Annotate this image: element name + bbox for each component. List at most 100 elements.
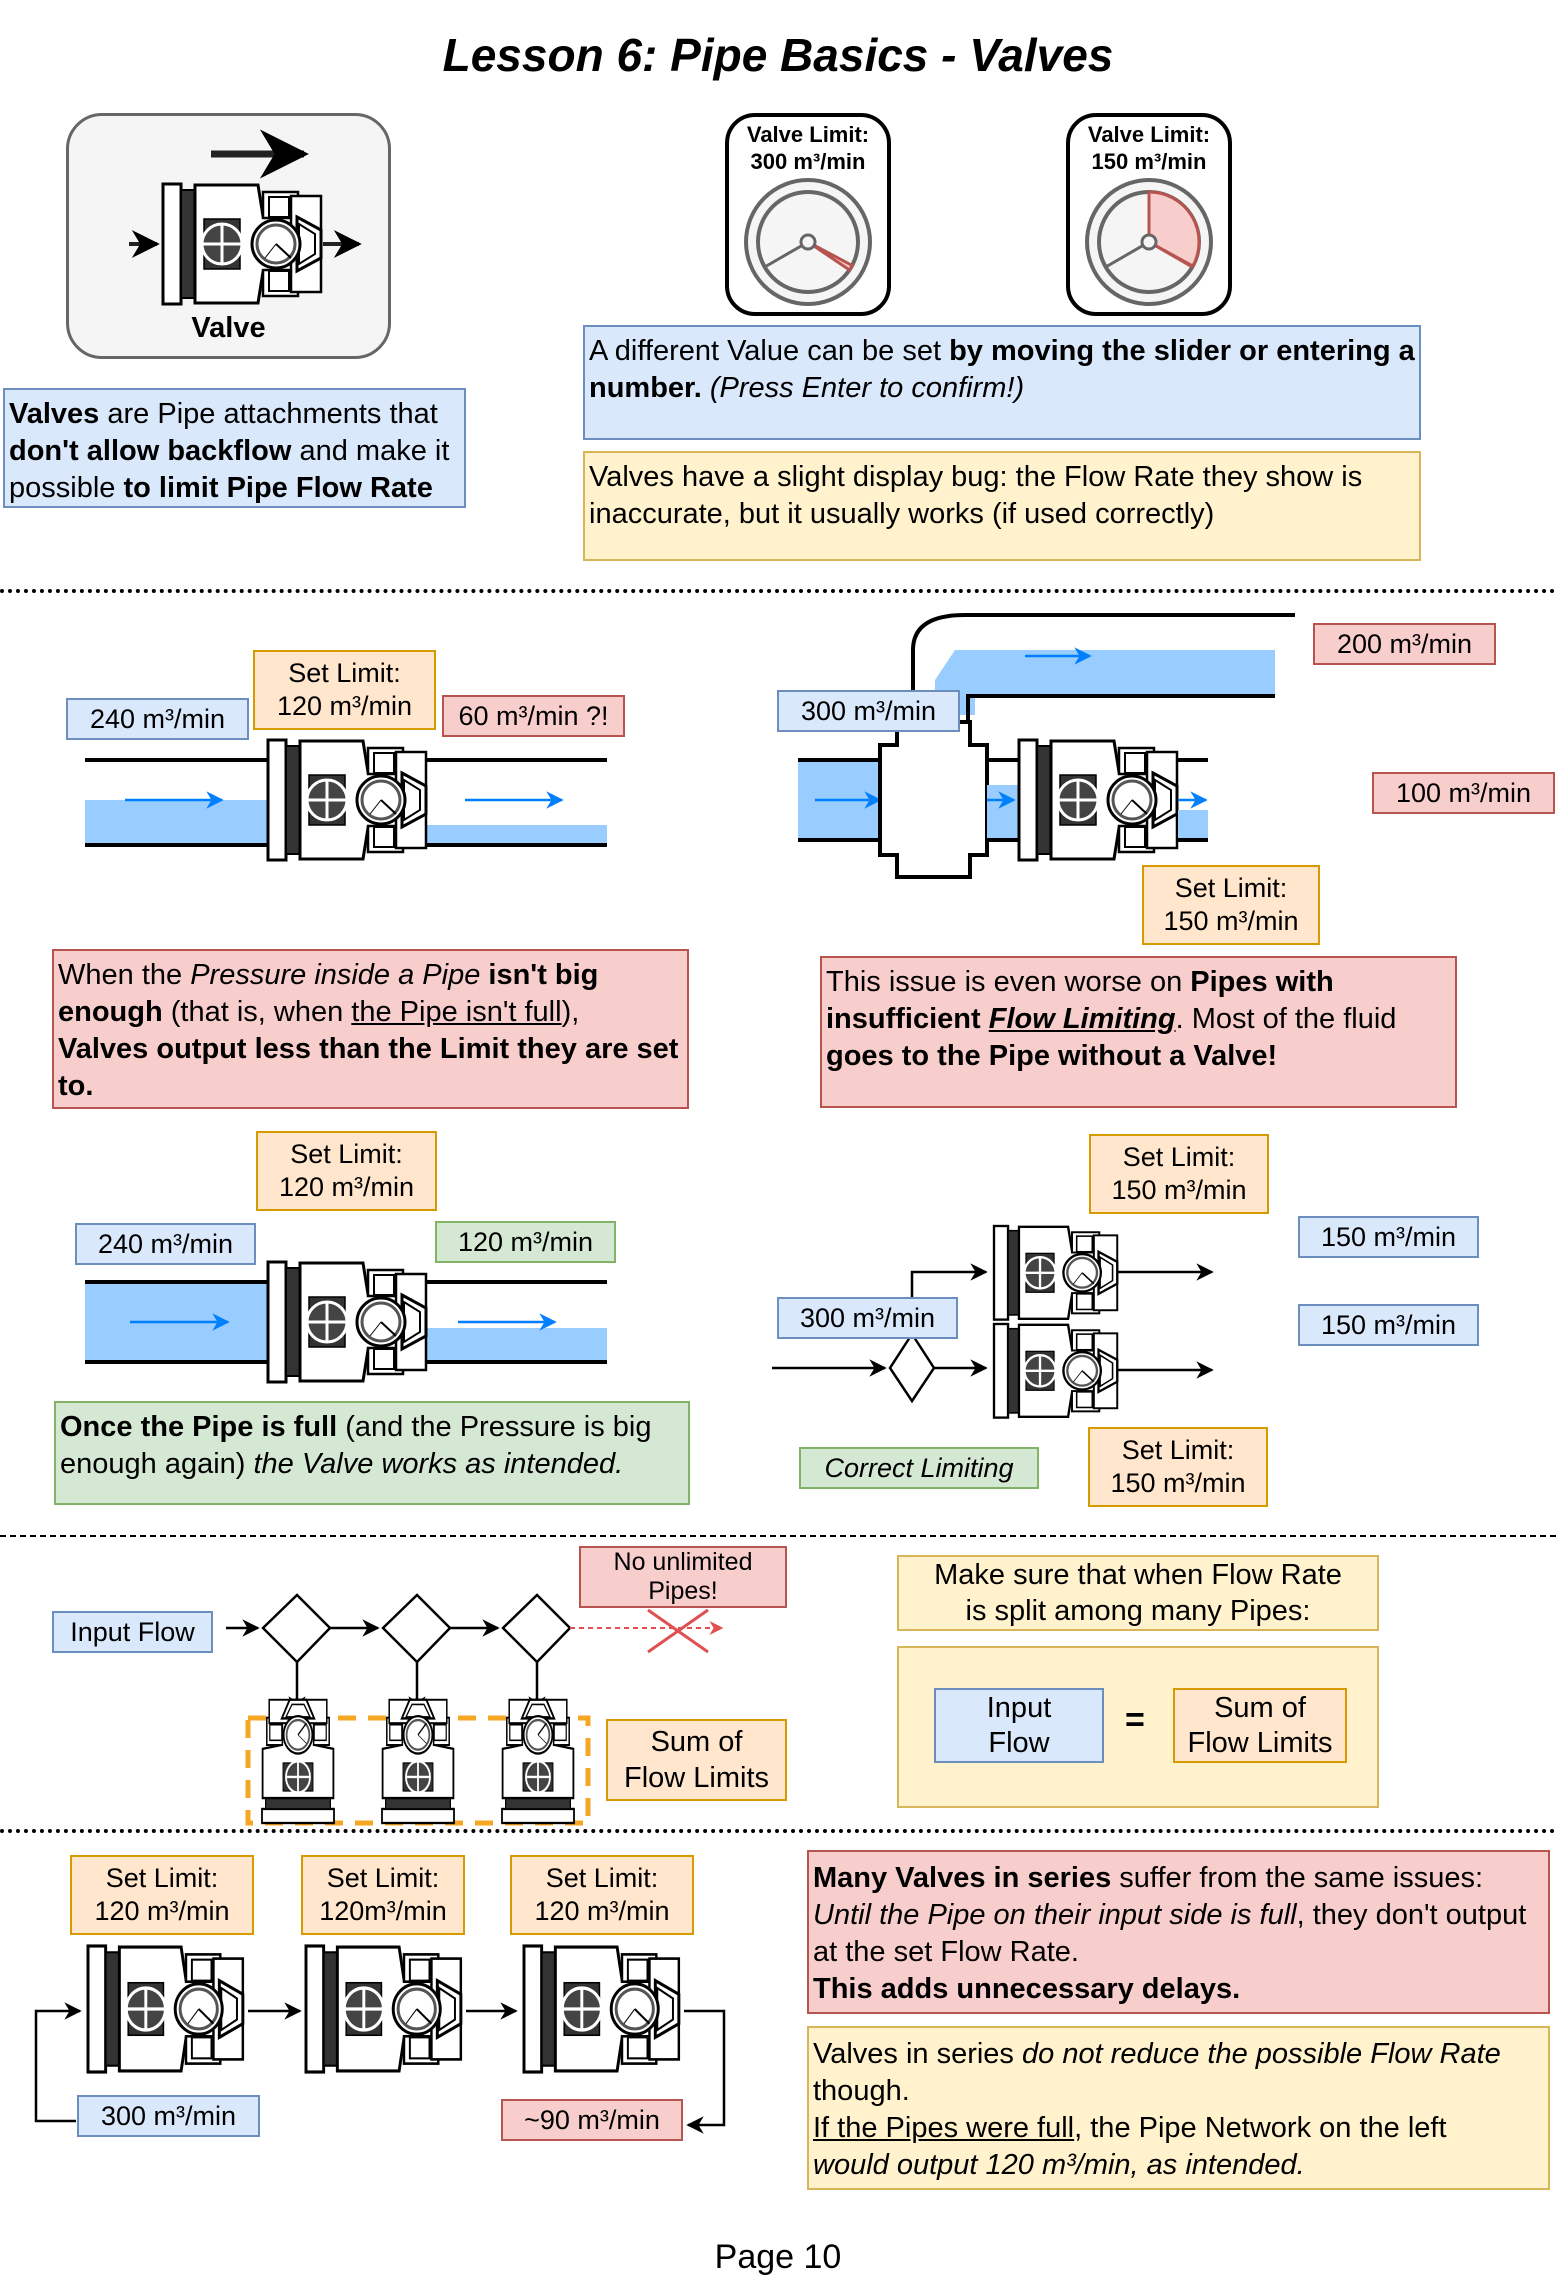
branch-diagram <box>798 613 1295 879</box>
bottom-output-label: 150 m³/min <box>1298 1304 1479 1346</box>
note-text: , the Pipe Network on the left <box>1074 2112 1447 2144</box>
limit-line1: Set Limit: <box>1174 873 1288 903</box>
warning-line2: Pipes! <box>648 1577 718 1605</box>
desc-text-2: and make it possible <box>9 435 450 504</box>
section-divider <box>0 589 1556 593</box>
desc-bold-3: to limit Pipe Flow Rate <box>123 472 433 504</box>
limit-line1: Set Limit: <box>1122 1142 1236 1172</box>
splitter-icon <box>888 1331 936 1404</box>
note-italic: Until the Pipe on their input side is fu… <box>813 1899 1297 1931</box>
note-text: When the <box>58 959 191 991</box>
full-output-label: 120 m³/min <box>435 1221 616 1263</box>
valve-icon <box>380 1698 456 1825</box>
warning-line1: No unlimited <box>613 1548 753 1576</box>
note-text: (that is, when <box>162 996 352 1028</box>
note-text: This issue is even worse on <box>826 966 1191 998</box>
limit-line2: 120 m³/min <box>276 691 413 721</box>
valve-icon <box>260 1698 336 1825</box>
valve-icon <box>992 1224 1119 1321</box>
gauge-hub <box>1140 233 1158 251</box>
note-italic: Pressure inside a Pipe <box>190 959 481 991</box>
note-text: though. <box>813 2075 910 2107</box>
correct-limiting-caption: Correct Limiting <box>799 1447 1039 1489</box>
note-text: , they don't output at the set Flow Rate… <box>813 1899 1527 1968</box>
correct-input-label: 300 m³/min <box>777 1297 958 1339</box>
correct-limiting-diagram <box>772 1224 1214 1419</box>
section-divider <box>0 1535 1556 1537</box>
equation-left-line1: Input <box>986 1691 1052 1724</box>
limit-line2: 150 m³/min <box>1163 906 1299 936</box>
note-italic: the Valve works as intended. <box>253 1448 624 1480</box>
desc-bold-2: don't allow backflow <box>9 435 292 467</box>
rule-header-line1: Make sure that when Flow Rate <box>934 1559 1342 1591</box>
note-text: Valves in series <box>813 2038 1022 2070</box>
note-underline: If the Pipes were full <box>813 2112 1075 2144</box>
note-bold: isn't big enough <box>58 959 599 1028</box>
limit-line1: Set Limit: <box>545 1863 659 1893</box>
slider-note: A different Value can be set by moving t… <box>583 325 1421 440</box>
limit-line1: Set Limit: <box>290 1139 403 1169</box>
top-set-limit-label: Set Limit:150 m³/min <box>1089 1134 1269 1214</box>
gauge-dial-icon <box>1085 178 1213 306</box>
valve-icon <box>86 1944 245 2074</box>
gauge-label-line1: Valve Limit: <box>746 122 870 147</box>
full-set-limit-label: Set Limit:120 m³/min <box>256 1131 437 1211</box>
note-bold: Pipes with insufficient <box>826 966 1334 1035</box>
note-italic: would output 120 m³/min, as intended. <box>813 2149 1305 2181</box>
top-output-label: 150 m³/min <box>1298 1216 1479 1258</box>
note-bold: Valves output less than the Limit they a… <box>58 1033 679 1102</box>
equals-sign: = <box>1125 1701 1145 1739</box>
rule-header: Make sure that when Flow Rate is split am… <box>897 1555 1379 1631</box>
note-text: . Most of the fluid <box>1175 1003 1397 1035</box>
gauge-label-line2: 150 m³/min <box>1091 149 1207 174</box>
limit-line1: Set Limit: <box>288 658 401 688</box>
valve-card-label: Valve <box>191 312 266 344</box>
limit-line2: 120 m³/min <box>534 1896 670 1926</box>
valve-icon <box>500 1698 576 1825</box>
limit-line2: 120 m³/min <box>94 1896 230 1926</box>
valve-icon <box>266 1260 428 1384</box>
set-limit-label: Set Limit:120 m³/min <box>253 650 436 730</box>
series-input-label: 300 m³/min <box>77 2095 260 2137</box>
valve-icon <box>1017 738 1179 862</box>
equation-right-line2: Flow Limits <box>1187 1726 1333 1759</box>
input-flow-label: Input Flow <box>52 1611 213 1653</box>
sum-of-limits-label: Sum of Flow Limits <box>606 1719 787 1801</box>
valve-card: Valve <box>66 113 391 359</box>
series-limit-1: Set Limit:120 m³/min <box>70 1855 254 1935</box>
valve-description: Valves are Pipe attachments that don't a… <box>3 388 466 508</box>
sum-line1: Sum of <box>650 1726 743 1758</box>
sum-line2: Flow Limits <box>623 1762 769 1794</box>
note-text: ), <box>561 996 580 1028</box>
series-limit-2: Set Limit:120m³/min <box>301 1855 465 1935</box>
limit-line2: 120 m³/min <box>278 1172 415 1202</box>
series-output-label: ~90 m³/min <box>501 2099 683 2141</box>
branch-set-limit-label: Set Limit:150 m³/min <box>1142 865 1320 945</box>
rule-header-line2: is split among many Pipes: <box>965 1595 1311 1627</box>
gauge-300: Valve Limit:300 m³/min <box>725 113 891 316</box>
gauge-fill <box>807 240 855 273</box>
series-warning-note: Many Valves in series suffer from the sa… <box>807 1850 1550 2014</box>
limit-line2: 150 m³/min <box>1110 1468 1246 1498</box>
input-rate-label: 240 m³/min <box>66 698 249 740</box>
valve-icon <box>266 738 428 862</box>
valve-icon <box>522 1944 681 2074</box>
bottom-set-limit-label: Set Limit:150 m³/min <box>1088 1427 1268 1507</box>
note-bold: Once the Pipe is full <box>60 1411 338 1443</box>
note-text: (and the Pressure is big enough again) <box>60 1411 652 1480</box>
equation-right-line1: Sum of <box>1214 1691 1306 1724</box>
note-bold: Many Valves in series <box>813 1862 1112 1894</box>
slider-note-italic: (Press Enter to confirm!) <box>701 372 1025 404</box>
gauge-dial-icon <box>744 178 872 306</box>
note-italic: do not reduce the possible Flow Rate <box>1022 2038 1501 2070</box>
page-number: Page 10 <box>714 2238 842 2276</box>
note-underline: the Pipe isn't full <box>351 996 562 1028</box>
gauge-label-line2: 300 m³/min <box>750 149 866 174</box>
gauge-150: Valve Limit:150 m³/min <box>1066 113 1232 316</box>
valve-icon <box>992 1322 1119 1419</box>
limit-line2: 150 m³/min <box>1111 1175 1247 1205</box>
